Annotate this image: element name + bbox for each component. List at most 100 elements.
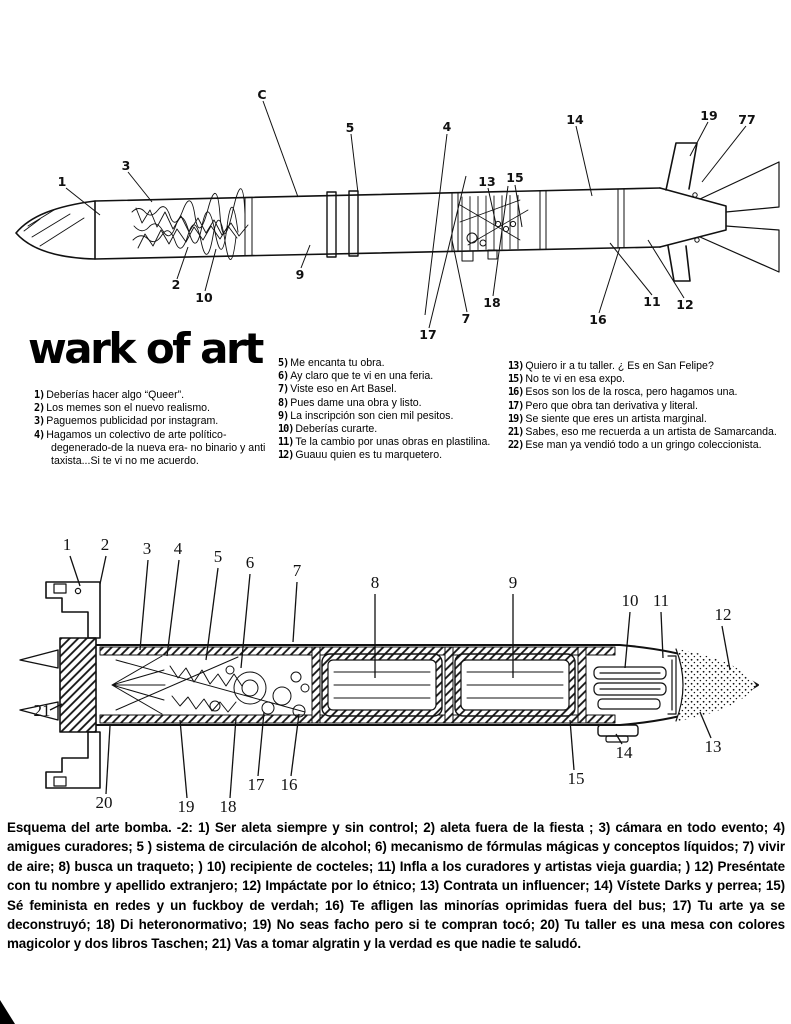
bottom-bomb-cutaway-diagram: 1 2 3 4 5 6 7 8 9 10 11 12 13 14 15 16 1…: [19, 535, 759, 816]
tail-fins: [19, 581, 101, 789]
item-marker: 11): [278, 437, 294, 449]
legend-item: 4)Hagamos un colectivo de arte político-…: [34, 429, 272, 469]
bottom-fin: [667, 245, 691, 282]
callout-number: 6: [246, 553, 255, 572]
item-marker: 4): [34, 429, 45, 441]
valve-section-detail: [459, 194, 529, 262]
callout-line: [105, 725, 111, 795]
item-text: Pues dame una obra y listo.: [290, 396, 422, 409]
item-marker: 13): [508, 361, 524, 372]
ink-scribble-texture: [131, 188, 249, 260]
page-title: wark of art: [28, 324, 264, 373]
callout-number: 19: [700, 108, 717, 123]
item-marker: 15): [508, 374, 524, 386]
callout-line: [424, 133, 448, 316]
callout-line: [65, 187, 101, 216]
legend-item: 17)Pero que obra tan derivativa y litera…: [508, 400, 786, 413]
top-callout-numbers: 1 3 C 5 4 13 15 14 19 77 2 10 9 17 7 18 …: [58, 87, 756, 342]
callout-line: [492, 185, 509, 297]
callout-number: 18: [220, 797, 237, 816]
callout-line: [257, 711, 265, 777]
callout-number: 16: [281, 775, 298, 794]
item-text: Ay claro que te vi en una feria.: [290, 370, 434, 383]
bottom-bomb-outline: [19, 581, 759, 789]
item-marker: 22): [508, 440, 524, 452]
item-text: Ese man ya vendió todo a un gringo colec…: [525, 439, 762, 452]
item-text: Quiero ir a tu taller. ¿ Es en San Felip…: [525, 360, 714, 372]
item-text: Te la cambio por unas obras en plastilin…: [295, 436, 491, 449]
collar-band: [348, 190, 359, 257]
gear: [272, 686, 292, 706]
callout-line: [139, 559, 149, 651]
callout-line: [205, 567, 219, 661]
item-text: La inscripción son cien mil pesitos.: [290, 409, 454, 422]
callout-number: 11: [643, 294, 660, 309]
callout-line: [514, 184, 523, 228]
callout-number: 7: [293, 561, 302, 580]
callout-number: 9: [296, 267, 305, 282]
top-callout-lines: [65, 100, 747, 329]
callout-line: [699, 711, 712, 739]
callout-number: 11: [653, 591, 669, 610]
item-text: No te vi en esa expo.: [525, 373, 625, 386]
item-marker: 8): [278, 397, 289, 409]
caption: Esquema del arte bomba. -2: 1) Ser aleta…: [7, 820, 785, 952]
item-marker: 5): [278, 358, 289, 369]
callout-number: 16: [589, 312, 607, 327]
callout-line: [598, 246, 621, 314]
item-text: Deberías hacer algo “Queer”.: [46, 389, 185, 401]
callout-line: [262, 100, 299, 198]
callout-number: 12: [676, 297, 693, 312]
item-marker: 19): [508, 413, 524, 425]
callout-number: 14: [566, 112, 584, 127]
callout-number: 2: [101, 535, 110, 554]
item-marker: 9): [278, 410, 289, 422]
item-marker: 3): [34, 416, 45, 428]
callout-line: [569, 719, 575, 771]
callout-number: 13: [478, 174, 495, 189]
callout-number: 21: [34, 701, 51, 720]
callout-number: 20: [96, 793, 113, 812]
callout-line: [204, 248, 217, 292]
legend-item: 8)Pues dame una obra y listo.: [278, 397, 502, 410]
item-text: Los memes son el nuevo realismo.: [46, 402, 210, 415]
legend-item: 5)Me encanta tu obra.: [278, 357, 502, 370]
legend-item: 1)Deberías hacer algo “Queer”.: [34, 389, 272, 402]
callout-line: [615, 733, 623, 745]
legend-item: 7)Viste eso en Art Basel.: [278, 383, 502, 396]
legend-item: 16)Esos son los de la rosca, pero hagamo…: [508, 386, 786, 399]
legend-item: 10)Deberías curarte.: [278, 423, 502, 436]
callout-line: [166, 559, 180, 657]
nose-hatching: [23, 209, 85, 247]
callout-line: [292, 581, 298, 643]
legend-item: 19)Se siente que eres un artista margina…: [508, 413, 786, 426]
item-text: Viste eso en Art Basel.: [290, 383, 397, 396]
callout-number: 18: [483, 295, 500, 310]
legend-item: 22)Ese man ya vendió todo a un gringo co…: [508, 439, 786, 452]
legend-item: 21)Sabes, eso me recuerda a un artista d…: [508, 426, 786, 439]
callout-number: 10: [195, 290, 213, 305]
callout-number: 1: [63, 535, 72, 554]
item-marker: 7): [278, 384, 289, 396]
item-marker: 17): [508, 400, 524, 412]
bottom-callout-lines: [49, 555, 731, 799]
legend-column-right: 13)Quiero ir a tu taller. ¿ Es en San Fe…: [508, 360, 786, 452]
top-bomb-outline: [15, 142, 780, 282]
callout-line: [451, 239, 468, 313]
callout-number: 7: [462, 311, 471, 326]
callout-number: 77: [738, 112, 755, 127]
callout-number: 19: [178, 797, 195, 816]
item-marker: 10): [278, 424, 294, 436]
callout-number: 4: [174, 539, 183, 558]
ring-joints: [244, 188, 625, 257]
callout-line: [240, 573, 251, 669]
callout-line: [575, 125, 593, 197]
item-text: Sabes, eso me recuerda a un artista de S…: [525, 426, 777, 439]
item-marker: 1): [34, 390, 45, 401]
callout-line: [647, 239, 685, 299]
callout-line: [179, 719, 188, 799]
nose-cone: [15, 200, 96, 260]
cocktail-tank-2: [454, 653, 576, 717]
callout-number: 2: [172, 277, 181, 292]
gear: [233, 671, 267, 705]
